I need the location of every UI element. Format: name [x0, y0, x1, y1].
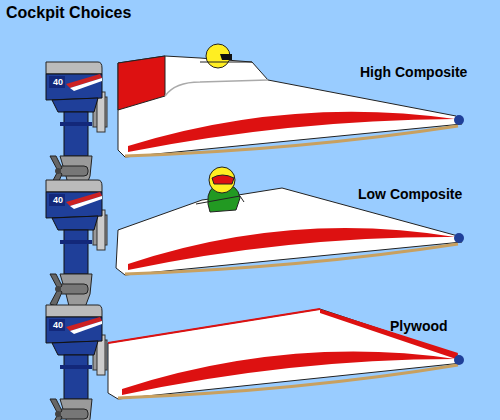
horsepower-label: 40 — [53, 77, 63, 87]
boat-type-label: Plywood — [390, 318, 448, 334]
diagram-title: Cockpit Choices — [6, 4, 131, 22]
boat-type-label: High Composite — [360, 64, 467, 80]
boat-type-label: Low Composite — [358, 186, 462, 202]
horsepower-label: 40 — [53, 320, 63, 330]
horsepower-label: 40 — [53, 195, 63, 205]
